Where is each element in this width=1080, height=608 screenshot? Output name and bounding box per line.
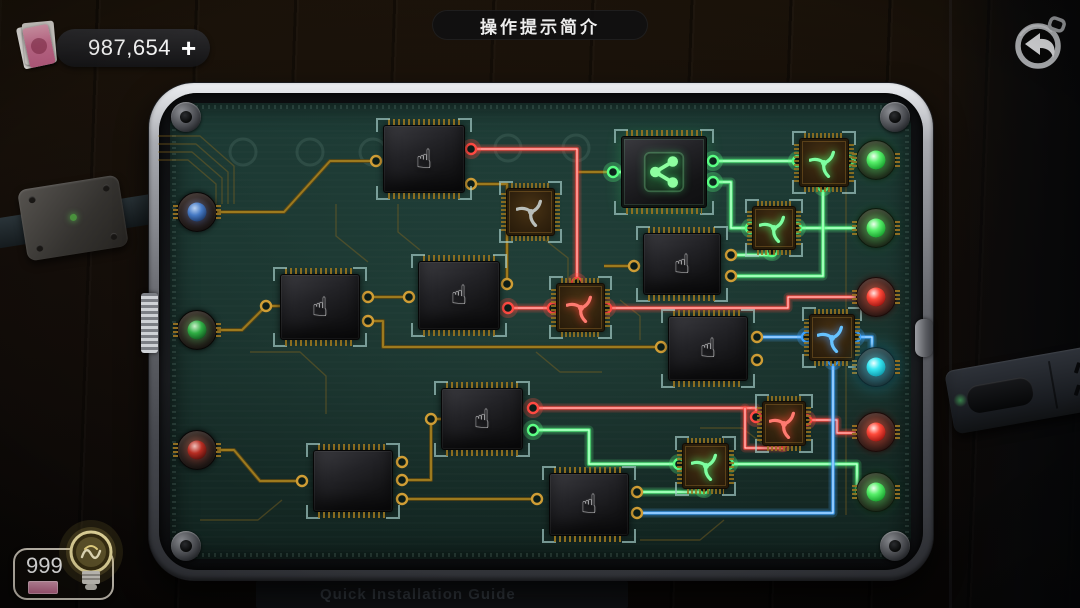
- fan-icon: [769, 411, 795, 439]
- fan-chip-green[interactable]: [675, 436, 736, 496]
- currency-amount: 987,654: [88, 35, 172, 60]
- output-led: [856, 412, 896, 452]
- led-orb-red: [866, 287, 886, 307]
- corner-screw: [880, 531, 910, 561]
- manual-paper: Quick Installation Guide: [256, 581, 628, 608]
- hand-cursor-icon: ☝: [699, 333, 717, 364]
- led-orb-red: [866, 422, 886, 442]
- hand-cursor-icon: ☝: [311, 291, 329, 323]
- fan-chip-green[interactable]: [745, 199, 803, 257]
- led-orb-green: [866, 482, 886, 502]
- led-orb-blue-dim: [187, 202, 207, 222]
- input-led: [177, 430, 217, 470]
- fan-icon: [690, 453, 717, 481]
- input-led: [177, 310, 217, 350]
- currency-display: 987,654 +: [56, 29, 211, 67]
- lightbulb-icon[interactable]: [52, 516, 130, 604]
- board-side-connector: [141, 293, 158, 353]
- logic-chip[interactable]: ☝: [661, 309, 755, 388]
- fan-icon: [759, 215, 785, 243]
- fan-chip-blue[interactable]: [802, 307, 862, 368]
- fan-icon: [515, 199, 542, 227]
- fan-chip-green[interactable]: [792, 131, 856, 194]
- share-icon: [643, 151, 685, 193]
- corner-screw: [171, 102, 201, 132]
- board-side-knob: [915, 319, 933, 357]
- hand-cursor-icon: ☝: [673, 248, 691, 280]
- shelf-edge: [949, 0, 952, 608]
- hand-cursor-icon: ☝: [415, 143, 433, 175]
- banknote-icon: [9, 15, 69, 76]
- splitter-chip[interactable]: [614, 129, 714, 215]
- hint-button[interactable]: 999: [13, 548, 114, 600]
- corner-screw: [880, 102, 910, 132]
- fan-chip-red[interactable]: [755, 394, 813, 453]
- output-led: [856, 208, 896, 248]
- tips-button-label: 操作提示简介: [480, 17, 600, 37]
- led-orb-green: [866, 150, 886, 170]
- fan-icon: [565, 295, 592, 323]
- output-led: [856, 140, 896, 180]
- led-orb-cyan: [866, 357, 886, 377]
- led-orb-red-dim: [187, 440, 207, 460]
- output-led: [856, 472, 896, 512]
- logic-chip[interactable]: ☝: [273, 267, 367, 347]
- output-led: [856, 277, 896, 317]
- hand-cursor-icon: ☝: [580, 489, 598, 520]
- logic-chip[interactable]: ☝: [542, 466, 636, 543]
- led-orb-green-dim: [187, 320, 207, 340]
- fan-icon: [809, 150, 835, 178]
- back-arrow-icon: [1015, 16, 1066, 69]
- tips-button[interactable]: 操作提示简介: [432, 10, 648, 40]
- manual-paper-label: Quick Installation Guide: [320, 586, 516, 603]
- logic-chip[interactable]: ☝: [376, 118, 472, 200]
- hint-count: 999: [26, 553, 63, 578]
- led-orb-green: [866, 218, 886, 238]
- logic-chip[interactable]: ☝: [411, 254, 507, 337]
- back-button[interactable]: [1006, 12, 1070, 76]
- hand-cursor-icon: ☝: [450, 280, 468, 311]
- fan-chip-gray[interactable]: [499, 181, 562, 243]
- logic-chip[interactable]: ☝: [434, 381, 530, 457]
- output-led: [856, 347, 896, 387]
- fan-chip-red[interactable]: [549, 276, 612, 339]
- shelf-shadow: [940, 0, 1080, 608]
- hint-banknote-icon: [28, 581, 58, 594]
- hand-cursor-icon: ☝: [473, 403, 491, 435]
- fan-icon: [817, 325, 843, 353]
- logic-chip[interactable]: ☝: [636, 226, 728, 302]
- add-currency-button[interactable]: +: [181, 33, 197, 63]
- corner-screw: [171, 531, 201, 561]
- input-led: [177, 192, 217, 232]
- logic-chip[interactable]: [306, 443, 400, 519]
